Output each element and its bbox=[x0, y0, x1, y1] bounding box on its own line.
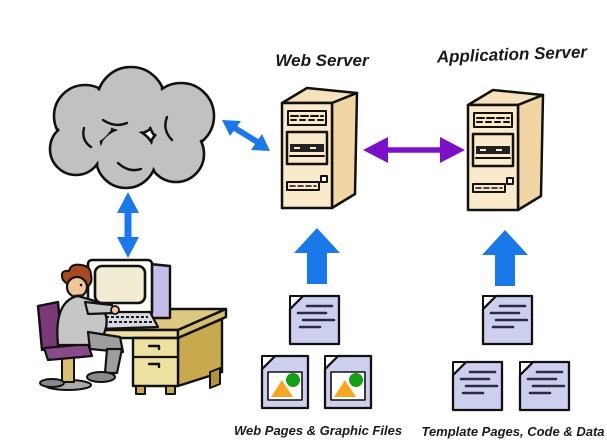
webserver-appserver-arrow bbox=[363, 137, 465, 163]
cloud-icon bbox=[48, 65, 216, 190]
person-icon bbox=[39, 263, 125, 388]
web-content-files: Web Pages & Graphic Files bbox=[234, 294, 402, 438]
template-content-files: Template Pages, Code & Data bbox=[421, 294, 605, 439]
template-content-upload-arrow bbox=[482, 230, 528, 286]
web-server-label: Web Server bbox=[275, 51, 370, 70]
web-server-tower-icon bbox=[280, 86, 359, 210]
application-server-tower-icon bbox=[466, 88, 545, 212]
text-document-icon bbox=[518, 360, 571, 412]
client-cloud-arrow bbox=[117, 192, 139, 258]
user-at-computer-icon bbox=[36, 258, 228, 395]
text-document-icon bbox=[481, 294, 534, 346]
text-document-icon bbox=[288, 294, 341, 346]
text-document-icon bbox=[451, 360, 504, 412]
image-file-icon bbox=[260, 354, 310, 410]
cloud-webserver-arrow bbox=[222, 120, 270, 151]
template-content-label: Template Pages, Code & Data bbox=[421, 424, 604, 439]
image-file-icon bbox=[323, 354, 373, 410]
web-content-upload-arrow bbox=[294, 228, 340, 284]
application-server-label: Application Server bbox=[435, 42, 588, 66]
web-content-label: Web Pages & Graphic Files bbox=[234, 423, 402, 438]
